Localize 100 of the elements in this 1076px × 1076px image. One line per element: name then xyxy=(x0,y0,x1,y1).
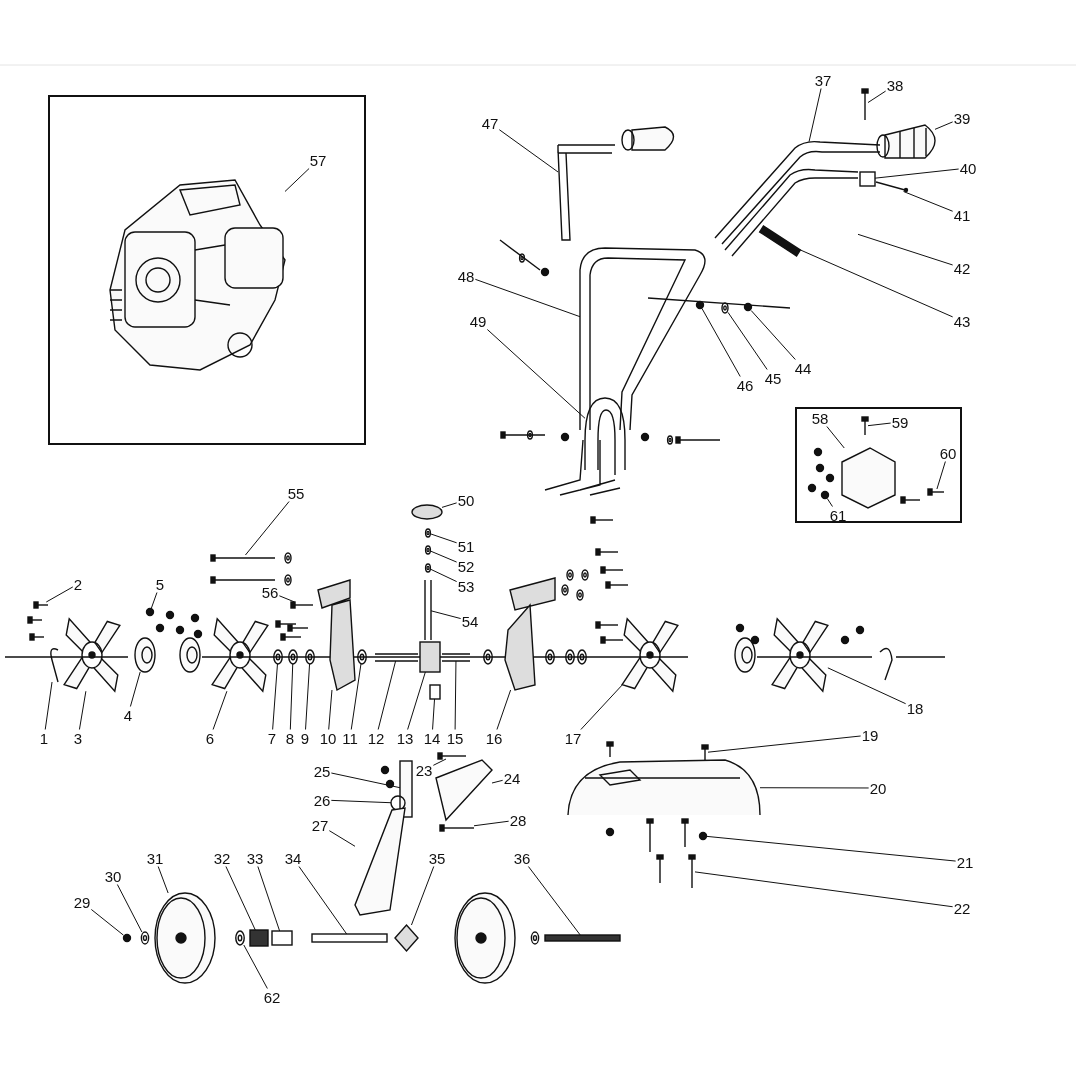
leader-line xyxy=(527,866,581,936)
leader-line xyxy=(225,866,256,931)
callout-number: 8 xyxy=(284,729,296,747)
callout-number: 7 xyxy=(266,729,278,747)
leader-line xyxy=(936,461,946,490)
bolt xyxy=(210,554,276,562)
callout-number: 24 xyxy=(502,769,522,787)
tine xyxy=(63,617,121,693)
leader-line xyxy=(903,191,954,212)
leader-line xyxy=(328,830,356,847)
leader-line xyxy=(808,88,822,143)
leader-line xyxy=(410,866,435,926)
leader-line xyxy=(305,663,311,730)
bolt xyxy=(927,488,945,496)
leader-line xyxy=(45,586,74,603)
callout-number: 16 xyxy=(484,729,504,747)
bolt xyxy=(861,88,869,121)
callout-number: 15 xyxy=(445,729,465,747)
leader-line xyxy=(491,779,504,784)
washer xyxy=(288,649,298,665)
callout-number: 59 xyxy=(890,413,910,431)
nut xyxy=(743,302,753,312)
bolt xyxy=(701,744,709,761)
tine-hub xyxy=(734,637,756,673)
grip xyxy=(876,124,936,159)
leader-line xyxy=(826,426,845,449)
spring xyxy=(249,929,269,947)
bolt xyxy=(437,752,467,760)
leader-line xyxy=(44,681,53,730)
callout-number: 22 xyxy=(952,899,972,917)
gearbox xyxy=(317,579,356,692)
leader-line xyxy=(867,90,887,104)
callout-number: 28 xyxy=(508,811,528,829)
washer xyxy=(424,545,432,555)
bolt xyxy=(33,601,49,609)
leader-line xyxy=(284,168,310,192)
callout-number: 34 xyxy=(283,849,303,867)
callout-number: 62 xyxy=(262,988,282,1006)
leader-line xyxy=(212,690,228,730)
ring xyxy=(390,795,406,811)
leader-line xyxy=(759,787,870,789)
callout-number: 30 xyxy=(103,867,123,885)
callout-number: 27 xyxy=(310,816,330,834)
callout-number: 6 xyxy=(204,729,216,747)
callout-number: 40 xyxy=(958,159,978,177)
callout-number: 32 xyxy=(212,849,232,867)
washer xyxy=(424,563,432,573)
callout-number: 14 xyxy=(422,729,442,747)
leader-line xyxy=(272,663,278,730)
leader-line xyxy=(116,884,143,933)
gearbox xyxy=(504,577,556,691)
callout-number: 39 xyxy=(952,109,972,127)
bolt xyxy=(290,601,314,609)
wheel xyxy=(154,892,216,984)
leader-line xyxy=(706,835,957,862)
callout-number: 12 xyxy=(366,729,386,747)
shaft xyxy=(441,653,471,662)
washer xyxy=(305,649,315,665)
knob xyxy=(411,504,443,520)
callout-number: 43 xyxy=(952,312,972,330)
callout-number: 49 xyxy=(468,312,488,330)
leader-line xyxy=(429,568,458,583)
leader-line xyxy=(430,610,462,620)
callout-number: 2 xyxy=(72,575,84,593)
leader-line xyxy=(727,311,768,370)
leader-line xyxy=(454,660,457,730)
leader-line xyxy=(432,758,447,766)
bushing xyxy=(271,930,293,946)
tine-hub xyxy=(179,637,201,673)
tine xyxy=(211,617,269,693)
callout-number: 42 xyxy=(952,259,972,277)
callout-number: 13 xyxy=(395,729,415,747)
wheel xyxy=(454,892,516,984)
bushing xyxy=(429,684,441,700)
nut xyxy=(698,831,708,841)
tine xyxy=(621,617,679,693)
callout-number: 4 xyxy=(122,706,134,724)
bolt xyxy=(439,824,475,832)
leader-line xyxy=(243,944,268,989)
leader-line xyxy=(827,667,907,705)
leader-line xyxy=(432,698,436,730)
leader-line xyxy=(826,498,833,507)
nut xyxy=(145,607,155,617)
leader-line xyxy=(377,660,397,730)
leader-line xyxy=(289,663,294,730)
leader-line xyxy=(874,168,960,179)
nut xyxy=(122,933,132,943)
callout-number: 23 xyxy=(414,761,434,779)
clamp-screw xyxy=(875,181,909,193)
callout-number: 17 xyxy=(563,729,583,747)
callout-number: 20 xyxy=(868,779,888,797)
callout-number: 26 xyxy=(312,791,332,809)
callout-number: 55 xyxy=(286,484,306,502)
leader-line xyxy=(694,871,954,908)
leader-line xyxy=(350,663,362,730)
leader-line xyxy=(441,502,458,508)
leader-line xyxy=(474,278,581,318)
shaft xyxy=(424,579,432,641)
handlebar xyxy=(714,140,881,245)
leader-line xyxy=(498,129,559,173)
